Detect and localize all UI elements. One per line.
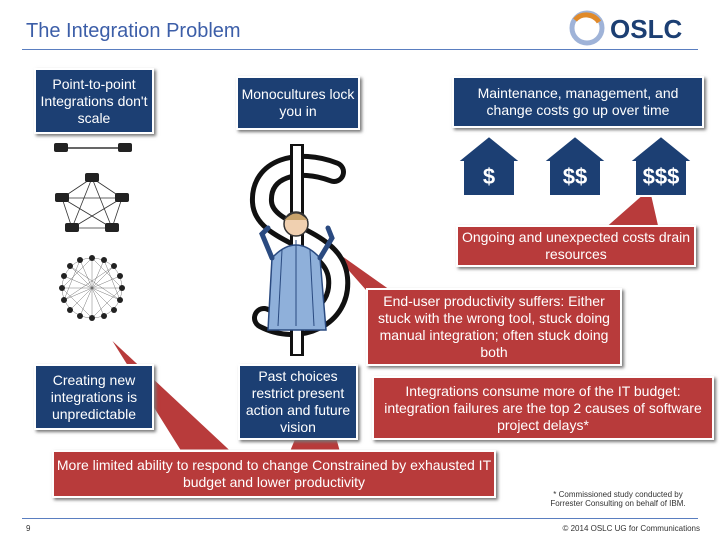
person-illustration <box>259 211 335 331</box>
maintenance-box: Maintenance, management, and change cost… <box>452 76 704 128</box>
monocultures-text: Monocultures lock you in <box>241 86 355 119</box>
end-user-text: End-user productivity suffers: Either st… <box>378 293 610 360</box>
integrations-consume-text: Integrations consume more of the IT budg… <box>384 382 702 433</box>
maintenance-text: Maintenance, management, and change cost… <box>477 85 679 118</box>
house-icon: $$$ <box>626 134 696 197</box>
house-label-3: $$$ <box>643 164 680 189</box>
house-label-1: $ <box>483 164 495 189</box>
point-to-point-text: Point-to-point Integrations don't scale <box>40 75 148 126</box>
telephone-icon <box>54 143 68 152</box>
telephone-icon <box>55 193 69 202</box>
point-to-point-box: Point-to-point Integrations don't scale <box>34 68 154 134</box>
house-icon: $$ <box>540 134 610 197</box>
monocultures-box: Monocultures lock you in <box>236 76 360 130</box>
telephone-icon <box>65 223 79 232</box>
page-title: The Integration Problem <box>26 20 241 42</box>
house-label-2: $$ <box>563 164 587 189</box>
past-choices-text: Past choices restrict present action and… <box>245 368 351 435</box>
integrations-consume-callout: Integrations consume more of the IT budg… <box>372 376 714 440</box>
limited-ability-text: More limited ability to respond to chang… <box>56 457 492 490</box>
creating-new-text: Creating new integrations is unpredictab… <box>50 371 138 422</box>
dollar-cage-illustration <box>250 144 351 356</box>
limited-ability-callout: More limited ability to respond to chang… <box>52 450 496 498</box>
ongoing-costs-callout: Ongoing and unexpected costs drain resou… <box>456 225 696 267</box>
creating-new-box: Creating new integrations is unpredictab… <box>34 364 154 430</box>
past-choices-box: Past choices restrict present action and… <box>238 364 358 440</box>
telephone-icon <box>118 143 132 152</box>
telephone-icon <box>105 223 119 232</box>
telephone-icon <box>85 173 99 182</box>
ongoing-costs-text: Ongoing and unexpected costs drain resou… <box>461 229 691 262</box>
house-icons: $ $$ $$$ <box>455 134 696 197</box>
copyright: © 2014 OSLC UG for Communications <box>562 524 700 533</box>
title-divider <box>22 49 698 50</box>
telephone-icon <box>115 193 129 202</box>
network-diagrams <box>54 143 132 321</box>
house-icon: $ <box>455 134 524 197</box>
logo-text: OSLC <box>610 14 682 44</box>
end-user-callout: End-user productivity suffers: Either st… <box>366 288 622 366</box>
page-number: 9 <box>26 524 31 533</box>
oslc-logo: OSLC <box>569 10 682 46</box>
footer-divider <box>22 518 698 519</box>
footnote: * Commissioned study conducted by Forres… <box>550 490 686 508</box>
